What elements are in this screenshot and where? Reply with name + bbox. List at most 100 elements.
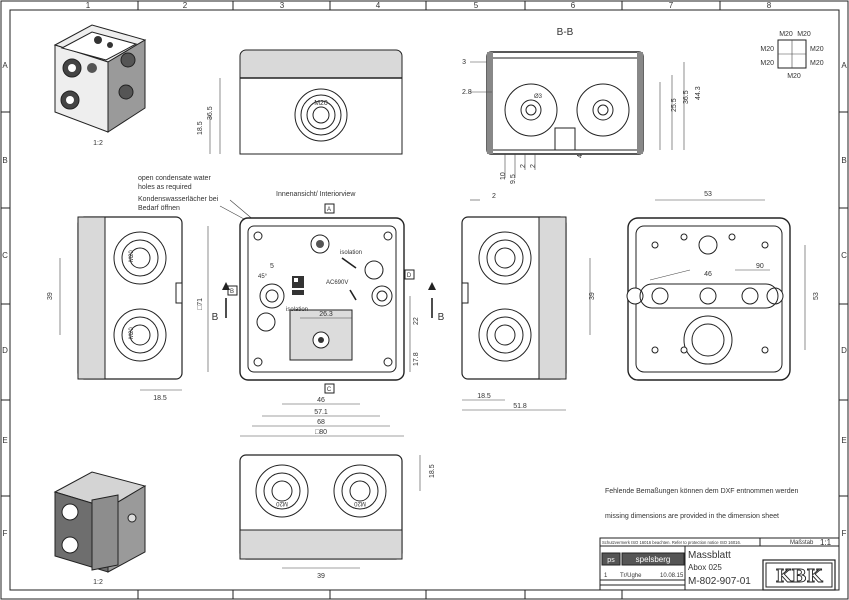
title: Massblatt <box>688 550 731 561</box>
row-label: A <box>841 61 847 70</box>
dim-top-a: 36.5 <box>207 106 214 120</box>
port-grid-label: M20 <box>779 31 793 38</box>
row-date: 10.08.15 <box>660 573 684 579</box>
section-b-b: B-B Ø3 3 2.8 25.5 36.5 44.3 10 9.5 2 2 4 <box>462 27 702 184</box>
dim-right-39: 39 <box>589 292 596 300</box>
dim-int-80: □80 <box>315 429 327 436</box>
dim-sec-365: 36.5 <box>683 90 690 104</box>
dim-left-185: 18.5 <box>153 395 167 402</box>
col-label: 2 <box>183 1 188 10</box>
protection-notice: Schutzvermerk ISO 16016 beachten. Refer … <box>602 540 741 545</box>
bottom-view: M20 M20 18.5 39 <box>239 454 436 580</box>
row-label: E <box>841 436 846 445</box>
iso-scale: 1:2 <box>93 140 103 147</box>
note-dxf-de: Fehlende Bemaßungen können dem DXF entno… <box>605 488 798 495</box>
row-number: 1 <box>604 573 608 579</box>
note-condensate-en-1: open condensate water <box>138 175 211 182</box>
view-marker-c: C <box>327 387 332 393</box>
dim-int-5: 5 <box>270 263 274 270</box>
scale-value: 1:1 <box>820 538 832 547</box>
port-grid-label: M20 <box>810 46 824 53</box>
dxf-notes: Fehlende Bemaßungen können dem DXF entno… <box>605 488 798 520</box>
col-label: 5 <box>474 1 479 10</box>
dim-sec-95: 9.5 <box>510 174 517 184</box>
row-name: Tr/Ughe <box>620 573 642 579</box>
row-label: B <box>2 156 7 165</box>
dim-int-178: 17.8 <box>413 352 420 366</box>
dim-int-22: 22 <box>413 317 420 325</box>
dim-sec-10: 10 <box>500 172 507 180</box>
doc-number: M-802-907-01 <box>688 576 751 587</box>
view-marker-d: D <box>407 273 412 279</box>
left-side-view: M20 M20 39 18.5 <box>47 216 183 402</box>
product: Abox 025 <box>688 563 722 572</box>
port-label: M20 <box>276 500 288 506</box>
interior-view: isolation isolation AC690V AC690V A B C … <box>197 203 445 437</box>
brand-name: spelsberg <box>636 555 671 564</box>
dim-sec-3: 3 <box>462 59 466 66</box>
isolation-label-2: isolation <box>286 307 308 313</box>
dim-right-2: 2 <box>492 193 496 200</box>
dim-int-45: 45° <box>258 274 268 280</box>
col-label: 4 <box>376 1 381 10</box>
row-label: C <box>2 251 8 260</box>
row-label: E <box>2 436 7 445</box>
isolation-label-1: isolation <box>340 250 362 256</box>
note-dxf-en: missing dimensions are provided in the d… <box>605 513 779 520</box>
kbk-badge: KBK <box>762 559 836 591</box>
port-grid-label: M20 <box>797 31 811 38</box>
dim-int-68: 68 <box>317 419 325 426</box>
note-interior: Innenansicht/ Interiorview <box>276 191 356 198</box>
row-label: D <box>2 346 8 355</box>
dim-int-46: 46 <box>317 397 325 404</box>
dim-bot-39: 39 <box>317 573 325 580</box>
dim-left-39: 39 <box>47 292 54 300</box>
port-label: M20 <box>314 100 328 107</box>
port-grid-label: M20 <box>787 73 801 80</box>
col-label: 8 <box>767 1 772 10</box>
port-label: M20 <box>129 250 135 262</box>
voltage-label: AC690V <box>326 280 348 286</box>
right-side-view: 2 39 18.5 51.8 <box>461 193 596 411</box>
row-label: F <box>842 529 847 538</box>
dim-int-571: 57.1 <box>314 409 328 416</box>
port-label: M20 <box>354 500 366 506</box>
back-view: 46 90 53 53 <box>626 191 820 381</box>
view-marker-b: B <box>230 289 234 295</box>
row-label: A <box>2 61 8 70</box>
dim-sec-443: 44.3 <box>695 86 702 100</box>
col-label: 1 <box>86 1 91 10</box>
scale-label: Maßstab <box>790 540 814 546</box>
dim-int-263: 26.3 <box>319 311 333 318</box>
row-label: B <box>841 156 846 165</box>
dim-sec-4: 4 <box>577 154 584 158</box>
iso-scale: 1:2 <box>93 579 103 586</box>
row-label: C <box>841 251 847 260</box>
dim-sec-2a: 2 <box>520 164 527 168</box>
col-label: 3 <box>280 1 285 10</box>
row-label: D <box>841 346 847 355</box>
front-elevation-top: M20 36.5 18.5 <box>197 49 403 155</box>
dim-bot-185: 18.5 <box>429 464 436 478</box>
brand-box: ps <box>607 557 615 564</box>
port-grid-label: M20 <box>810 60 824 67</box>
port-grid: M20 M20 M20 M20 M20 M20 M20 <box>760 31 823 80</box>
note-condensate-en-2: holes as required <box>138 184 192 191</box>
dim-back-53a: 53 <box>704 191 712 198</box>
view-marker-a: A <box>327 207 331 213</box>
port-grid-label: M20 <box>760 60 774 67</box>
dim-back-46: 46 <box>704 271 712 278</box>
port-grid-label: M20 <box>760 46 774 53</box>
badge-text: KBK <box>776 566 824 587</box>
dim-right-185: 18.5 <box>477 393 491 400</box>
dim-int-71: □71 <box>197 298 204 310</box>
note-condensate-de-2: Bedarf öffnen <box>138 205 180 212</box>
row-labels: A B C D E F A B C D E F <box>2 61 847 538</box>
column-labels: 1 2 3 4 5 6 7 8 <box>86 1 772 10</box>
note-condensate-de-1: Kondenswasserlächer bei <box>138 196 219 203</box>
dim-back-90: 90 <box>756 263 764 270</box>
isometric-view-bottom: 1:2 <box>53 471 147 586</box>
col-label: 6 <box>571 1 576 10</box>
row-label: F <box>3 529 8 538</box>
